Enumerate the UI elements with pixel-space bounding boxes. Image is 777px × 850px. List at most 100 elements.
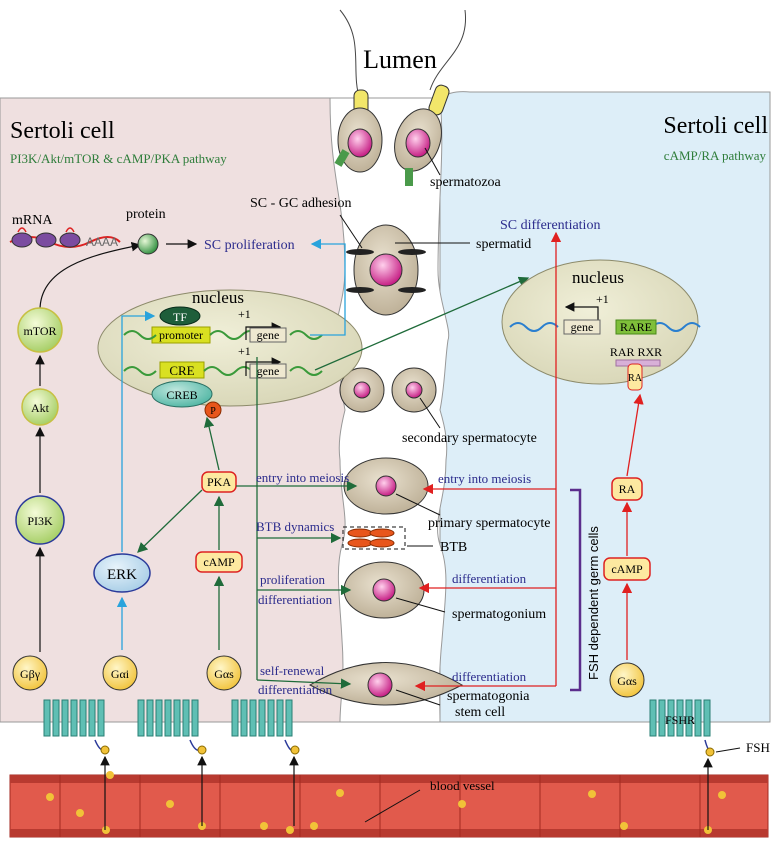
ra-bound-label: RA [628, 373, 643, 384]
gby-label: Gβγ [20, 667, 41, 681]
blood-vessel-label: blood vessel [430, 778, 495, 793]
tf-icon [159, 306, 201, 326]
left-nucleus-label: nucleus [192, 288, 244, 307]
fsh-dependent-label: FSH dependent germ cells [586, 526, 601, 680]
gene-b-box [249, 363, 287, 379]
right-nucleus-label: nucleus [572, 268, 624, 287]
left-cell-title: Sertoli cell [10, 118, 115, 144]
promoter-label: promoter [159, 328, 203, 342]
phosphate-label: P [210, 406, 216, 417]
camp-left-node [195, 551, 243, 573]
germ-cell-column [329, 97, 450, 723]
right-gene-label: gene [571, 320, 594, 334]
protein-icon [137, 233, 159, 255]
spermatozoa-label: spermatozoa [430, 175, 502, 190]
gby-node [12, 655, 48, 691]
receptor-3 [231, 699, 293, 737]
differentiation-left-label: differentiation [258, 592, 333, 607]
pi3k-label: PI3K [27, 514, 53, 528]
gas-right-label: Gαs [617, 674, 637, 688]
gas-right-node [609, 662, 645, 698]
fsh-dependent-bracket [570, 488, 582, 692]
gas-left-label: Gαs [214, 667, 234, 681]
gai-node [102, 655, 138, 691]
pka-label: PKA [207, 475, 231, 489]
stem-cell-label-1: spermatogonia [447, 689, 530, 704]
receptor-2 [137, 699, 199, 737]
differentiation-right1-label: differentiation [452, 571, 527, 586]
btb-label: BTB [440, 540, 467, 555]
rare-box [615, 319, 657, 335]
left-nucleus [97, 289, 363, 407]
mrna-label: mRNA [12, 213, 53, 228]
btb-box [342, 526, 406, 550]
camp-right-node [603, 557, 651, 581]
tf-label: TF [173, 310, 187, 324]
entry-meiosis-right-label: entry into meiosis [438, 471, 531, 486]
sc-proliferation-label: SC proliferation [204, 238, 295, 253]
spermatogonium-label: spermatogonium [452, 607, 546, 622]
polya-tail: AAAA [86, 235, 118, 249]
erk-label: ERK [107, 567, 137, 583]
rare-label: RARE [620, 320, 652, 334]
ra-node [611, 477, 643, 501]
gas-left-node [206, 655, 242, 691]
adhesion-label: SC - GC adhesion [250, 196, 352, 211]
fsh-label: FSH [746, 740, 770, 755]
blood-vessel [9, 771, 769, 838]
entry-meiosis-left-label: entry into meiosis [256, 470, 349, 485]
arrow-to-sc-differentiation [314, 276, 530, 371]
proliferation-label: proliferation [260, 572, 325, 587]
camp-right-label: cAMP [611, 562, 643, 576]
cre-label: CRE [169, 363, 194, 378]
right-cell-title: Sertoli cell [663, 113, 768, 139]
adhesion-junction-3 [346, 287, 374, 293]
secondary-spermatocyte-label: secondary spermatocyte [402, 431, 537, 446]
lumen-label: Lumen [363, 45, 437, 74]
fshr-label: FSHR [665, 713, 695, 727]
arrow-mrna-to-protein [39, 241, 142, 311]
pi3k-node [15, 495, 65, 545]
spermatid-nucleus [369, 253, 403, 287]
pka-node [201, 471, 237, 493]
adhesion-junction-2 [398, 249, 426, 255]
protein-label: protein [126, 207, 166, 222]
arrow-erk-to-tf [121, 310, 156, 552]
rar-rxr-label: RAR RXR [610, 345, 662, 359]
receptor-1 [43, 699, 105, 737]
receptor-fshr [649, 699, 711, 737]
arrow-gene-to-proliferation [310, 238, 346, 336]
akt-node [21, 388, 59, 426]
plus1-a: +1 [238, 307, 251, 321]
adhesion-junction-4 [398, 287, 426, 293]
gai-label: Gαi [111, 667, 130, 681]
adhesion-junction-1 [346, 249, 374, 255]
differentiation-left2-label: differentiation [258, 682, 333, 697]
differentiation-right2-label: differentiation [452, 669, 527, 684]
spermatid-label: spermatid [476, 237, 531, 252]
gene-a-box [249, 327, 287, 343]
creb-label: CREB [166, 388, 197, 402]
mtor-label: mTOR [23, 324, 56, 338]
right-cell-subtitle: cAMP/RA pathway [664, 148, 767, 163]
erk-node [93, 553, 151, 593]
gene-b-label: gene [257, 364, 280, 378]
ra-label: RA [619, 482, 636, 496]
self-renewal-label: self-renewal [260, 663, 325, 678]
btb-junctions [347, 528, 395, 548]
ribosomes-mrna [9, 227, 121, 248]
primary-spermatocyte-label: primary spermatocyte [428, 516, 550, 531]
gene-a-label: gene [257, 328, 280, 342]
right-gene-box [563, 319, 601, 335]
left-cell-subtitle: PI3K/Akt/mTOR & cAMP/PKA pathway [10, 151, 227, 166]
sc-differentiation-label: SC differentiation [500, 218, 600, 233]
akt-label: Akt [31, 401, 50, 415]
arrow-pka-to-erk [137, 489, 203, 553]
stem-cell-label-2: stem cell [455, 705, 505, 720]
btb-dynamics-label: BTB dynamics [256, 519, 334, 534]
camp-left-label: cAMP [203, 555, 235, 569]
mtor-node [17, 307, 63, 353]
ra-bound-node [627, 363, 643, 391]
